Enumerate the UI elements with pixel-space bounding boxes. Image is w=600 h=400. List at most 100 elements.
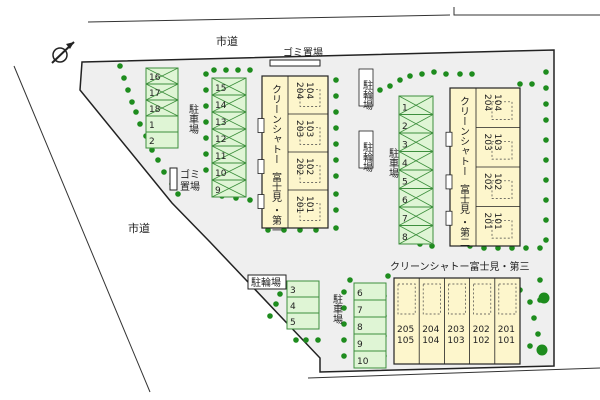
tree-icon <box>129 99 135 105</box>
garbage-label-top: ゴミ置場 <box>283 46 323 59</box>
building-one-unit-lower: 104 <box>304 82 314 99</box>
tree-icon <box>333 93 339 99</box>
building-three-balcony <box>397 283 416 315</box>
parking-mid-stall-number: 11 <box>215 152 226 162</box>
garbage-bin-top <box>269 59 321 67</box>
tree-icon <box>333 109 339 115</box>
bicycle-parking-box-bottom <box>247 274 287 290</box>
large-tree-icon <box>536 344 548 356</box>
tree-icon <box>333 125 339 131</box>
tree-icon <box>211 67 217 73</box>
building-two-unit-lower: 101 <box>492 213 502 230</box>
tree-icon <box>341 321 347 327</box>
tree-icon <box>203 71 209 77</box>
building-two-entrance <box>445 174 453 190</box>
building-two-unit-lower: 104 <box>492 94 502 111</box>
parking-right-hatch <box>398 151 434 171</box>
road-edge-left <box>13 65 151 393</box>
tree-icon <box>333 141 339 147</box>
parking-mid-hatch <box>211 162 247 181</box>
tree-icon <box>377 87 383 93</box>
tree-icon <box>203 135 209 141</box>
tree-icon <box>443 71 449 77</box>
building-one-name: 富士見 <box>270 171 282 203</box>
building-one-balcony <box>299 88 321 107</box>
parking-mid-stall-number: 15 <box>215 84 226 94</box>
building-two-unit-upper: 201 <box>482 213 492 230</box>
building-three-balcony <box>422 283 441 315</box>
building-one-unit-lower: 102 <box>304 158 314 175</box>
tree-icon <box>333 191 339 197</box>
bicycle-parking-label-1-box <box>358 68 374 107</box>
tree-icon <box>469 71 475 77</box>
building-one-balcony <box>299 126 321 145</box>
tree-icon <box>527 343 533 349</box>
parking-bl-stall <box>286 312 320 330</box>
tree-icon <box>535 331 541 337</box>
large-tree-icon <box>538 292 550 304</box>
tree-icon <box>543 197 549 203</box>
parking-nw-stall-number: 16 <box>149 73 161 83</box>
tree-icon <box>457 71 463 77</box>
tree-icon <box>303 337 309 343</box>
parking-br-stall-number: 7 <box>357 306 363 316</box>
bicycle-parking-label-2: 駐輪場 <box>361 141 373 173</box>
road-edge-bottom <box>307 367 600 379</box>
parking-mid-stall-number: 9 <box>215 186 221 196</box>
tree-icon <box>133 109 139 115</box>
tree-icon <box>121 75 127 81</box>
tree-icon <box>523 245 529 251</box>
parking-br-stall <box>353 350 387 369</box>
parking-nw-hatch <box>145 99 179 117</box>
parking-bl-stall-number: 3 <box>290 286 296 296</box>
parking-right-hatch <box>398 95 434 115</box>
parking-br-stall-number: 10 <box>357 357 369 367</box>
building-two-name: ・第二 <box>458 217 470 247</box>
parking-nw-stall-number: 18 <box>149 105 161 115</box>
tree-icon <box>333 173 339 179</box>
tree-icon <box>267 313 273 319</box>
tree-icon <box>161 169 167 175</box>
tree-icon <box>281 227 287 233</box>
parking-right-stall-number: 3 <box>402 141 408 151</box>
building-two-balcony <box>491 140 513 160</box>
building-one-entrance <box>257 159 265 175</box>
tree-icon <box>429 243 435 249</box>
parking-nw-stall-number: 2 <box>149 137 155 147</box>
parking-label-bottom: 駐車場 <box>331 293 343 325</box>
building-two-entrance <box>445 210 453 226</box>
parking-right-hatch <box>398 225 434 245</box>
road-label-top: 市道 <box>216 34 238 48</box>
tree-icon <box>387 83 393 89</box>
parking-mid-hatch <box>211 77 247 96</box>
tree-icon <box>277 291 283 297</box>
tree-icon <box>347 277 353 283</box>
building-two-unit-lower: 102 <box>492 173 502 190</box>
road-edge-top-right <box>453 7 600 16</box>
vertical-labels: 駐車場駐輪場駐輪場駐車場駐車場 <box>187 68 399 325</box>
tree-icon <box>137 121 143 127</box>
tree-icon <box>313 227 319 233</box>
parking-right-stall-number: 8 <box>402 233 408 243</box>
parking-label-nw: 駐車場 <box>187 103 199 135</box>
tree-icon <box>543 117 549 123</box>
tree-icon <box>431 69 437 75</box>
building-three-unit-lower: 102 <box>473 336 490 346</box>
tree-icon <box>529 81 535 87</box>
building-three-name: クリーンシャトー富士見・第三 <box>390 260 530 273</box>
parking-right-stall-number: 1 <box>402 104 408 114</box>
tree-icon <box>155 157 161 163</box>
tree-icon <box>333 157 339 163</box>
tree-icon <box>341 353 347 359</box>
building-two-unit-upper: 203 <box>482 134 492 151</box>
parking-mid-stall-number: 10 <box>215 169 227 179</box>
parking-mid-stall-number: 13 <box>215 118 226 128</box>
parking-nw-hatch <box>145 83 179 101</box>
building-three-unit-upper: 204 <box>422 325 439 335</box>
tree-icon <box>543 101 549 107</box>
tree-icon <box>543 237 549 243</box>
building-one-balcony <box>299 202 321 221</box>
building-one-name: クリーンシャトー <box>270 84 281 164</box>
